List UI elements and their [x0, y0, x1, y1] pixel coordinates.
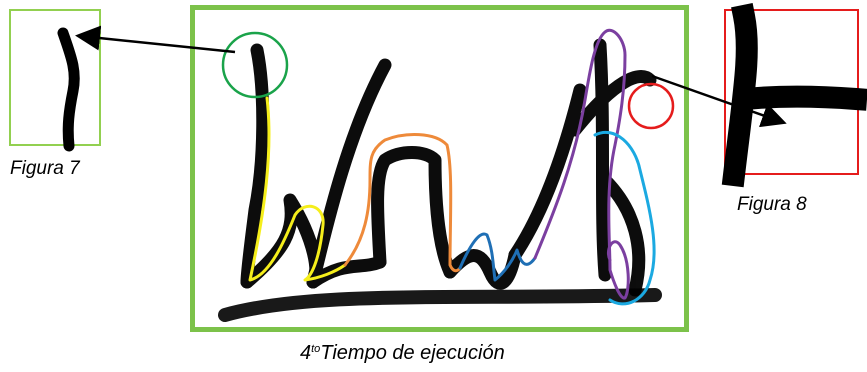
trace-orange	[343, 133, 462, 273]
arrow-to-figure-7	[75, 25, 236, 54]
green-highlight-circle	[221, 31, 289, 99]
trace-darkblue	[458, 232, 537, 282]
main-caption-number: 4	[300, 342, 312, 364]
figure-8-caption: Figura 8	[737, 194, 807, 215]
ink-stroke-7	[508, 83, 587, 262]
ink-stroke-10	[598, 173, 646, 297]
trace-lightblue	[593, 131, 656, 306]
trace-purple	[533, 28, 630, 300]
ink-baseline	[218, 288, 662, 322]
ink-stroke-5	[371, 146, 457, 279]
trace-yellow	[248, 96, 347, 282]
ink-stroke-9	[593, 38, 612, 282]
handwriting-drawing	[218, 28, 675, 322]
main-caption: 4toTiempo de ejecución	[300, 342, 505, 365]
figure-8-stroke-closeup	[721, 3, 867, 188]
handwriting-panel	[190, 5, 689, 332]
main-caption-superscript: to	[311, 343, 321, 355]
figure-7-stroke-closeup	[57, 27, 80, 152]
red-highlight-circle	[627, 82, 675, 130]
figure-7-caption: Figura 7	[10, 158, 80, 179]
figure-8-inset	[721, 3, 867, 188]
main-caption-text: Tiempo de ejecución	[320, 342, 505, 364]
arrow-to-figure-8	[651, 74, 787, 128]
ink-stroke-1	[240, 43, 270, 289]
